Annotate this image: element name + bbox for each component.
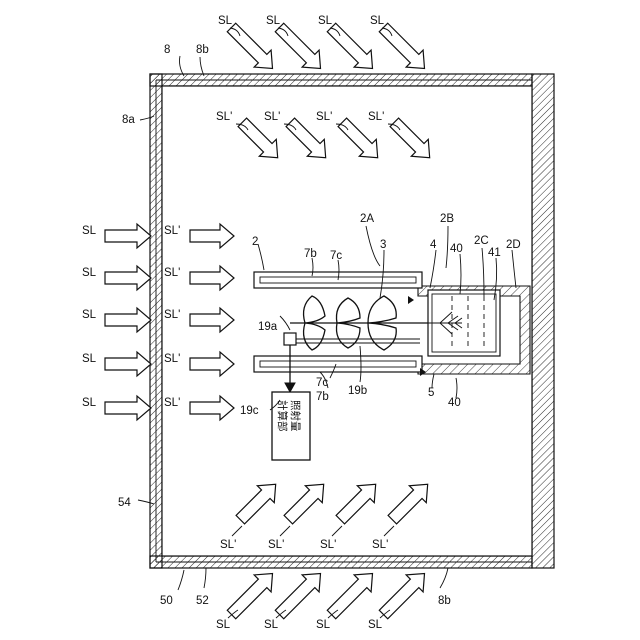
label-2A: 2A <box>360 213 374 225</box>
label-7b-bottom: 7b <box>316 391 329 403</box>
label-2C: 2C <box>474 235 489 247</box>
label-sl-left: SL <box>82 353 97 365</box>
label-sl-left: SL <box>82 225 97 237</box>
label-19b: 19b <box>348 385 367 397</box>
sunlight-arrow-left <box>105 224 151 248</box>
label-slp-left: SL' <box>164 353 180 365</box>
label-sl-bottom: SL <box>264 619 279 631</box>
calc-text-line1: 照射量 <box>289 400 302 432</box>
label-41: 41 <box>488 247 501 259</box>
label-sl-left: SL <box>82 397 97 409</box>
label-50: 50 <box>160 595 173 607</box>
sunlight-arrow-left <box>105 308 151 332</box>
label-4: 4 <box>430 239 437 251</box>
label-slp-left: SL' <box>164 267 180 279</box>
label-slp-left: SL' <box>164 309 180 321</box>
light-sensor <box>284 333 296 345</box>
label-8a: 8a <box>122 114 135 126</box>
sunlight-arrow-left <box>105 352 151 376</box>
label-8: 8 <box>164 44 170 56</box>
sunlight-arrow-top <box>223 19 281 77</box>
label-slp-top: SL' <box>316 111 332 123</box>
label-19c: 19c <box>240 405 259 417</box>
label-slp-bottom: SL' <box>320 539 336 551</box>
sunlight-arrow-top <box>271 19 329 77</box>
label-slp-bottom: SL' <box>220 539 236 551</box>
label-54: 54 <box>118 497 131 509</box>
label-slp-top: SL' <box>216 111 232 123</box>
calc-text-line2: 計算部 <box>276 400 289 432</box>
sunlight-arrow-top <box>375 19 433 77</box>
label-slp-top: SL' <box>264 111 280 123</box>
label-slp-left: SL' <box>164 397 180 409</box>
label-sl-top: SL <box>370 15 385 27</box>
sunlight-arrow-top <box>323 19 381 77</box>
label-7c-top: 7c <box>330 250 342 262</box>
label-slp-bottom: SL' <box>372 539 388 551</box>
label-2: 2 <box>252 236 258 248</box>
label-sl-bottom: SL <box>368 619 383 631</box>
label-sl-top: SL <box>266 15 281 27</box>
label-sl-top: SL <box>318 15 333 27</box>
label-sl-top: SL <box>218 15 233 27</box>
label-slp-bottom: SL' <box>268 539 284 551</box>
sunlight-arrow-left <box>105 266 151 290</box>
label-sl-bottom: SL <box>316 619 331 631</box>
label-sl-left: SL <box>82 309 97 321</box>
label-2D: 2D <box>506 239 521 251</box>
label-sl-left: SL <box>82 267 97 279</box>
label-7b-top: 7b <box>304 248 317 260</box>
label-40-top: 40 <box>450 243 463 255</box>
label-slp-left: SL' <box>164 225 180 237</box>
label-5: 5 <box>428 387 434 399</box>
label-8b-top: 8b <box>196 44 209 56</box>
label-40-bottom: 40 <box>448 397 461 409</box>
label-2B: 2B <box>440 213 454 225</box>
label-52: 52 <box>196 595 209 607</box>
label-slp-top: SL' <box>368 111 384 123</box>
label-8b-bottom: 8b <box>438 595 451 607</box>
label-sl-bottom: SL <box>216 619 231 631</box>
sunlight-arrow-left <box>105 396 151 420</box>
floor-wall <box>532 74 554 568</box>
label-3: 3 <box>380 239 386 251</box>
label-19a: 19a <box>258 321 278 333</box>
label-7c-bottom: 7c <box>316 377 328 389</box>
